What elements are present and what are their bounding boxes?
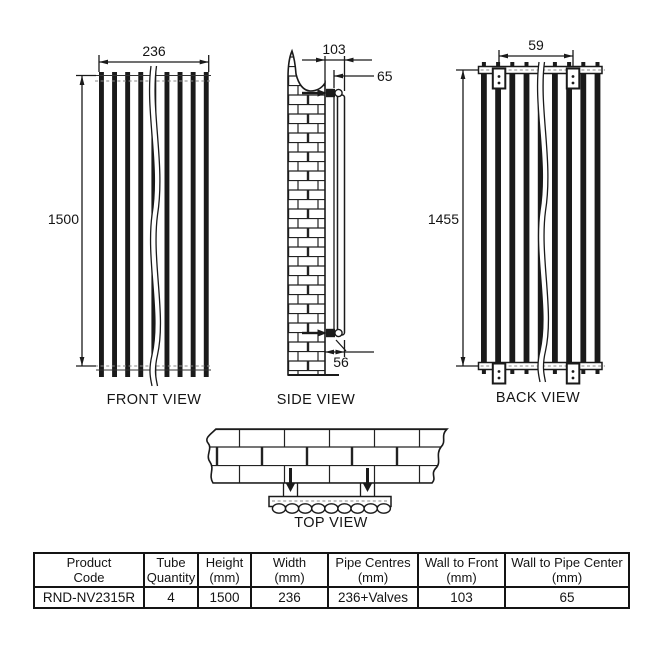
col-header-pipe-centres: Pipe Centres (mm) [327,552,419,588]
cell-wall-to-pipe-center: 65 [504,586,630,609]
side-top-bracket [302,88,343,98]
front-height-dim-label: 1500 [48,211,79,227]
side-bottom-dimension: 56 [325,339,374,370]
specification-table: Product Code Tube Quantity Height (mm) W… [33,552,630,609]
front-view-drawing: 236 1500 FRONT VIEW [48,43,211,408]
front-width-dim-label: 236 [142,43,166,59]
front-view-label: FRONT VIEW [107,392,202,408]
back-break-line [536,61,550,383]
cell-width: 236 [250,586,329,609]
side-wall-to-pipe-dimension: 65 [333,68,393,88]
col-header-wall-to-pipe-center: Wall to Pipe Center (mm) [504,552,630,588]
top-wall-brackets [282,468,376,497]
back-wall-brackets [491,67,581,385]
top-view-drawing: TOP VIEW [206,428,449,531]
col-header-product-code: Product Code [33,552,145,588]
side-wall-to-front-dimension: 103 [302,41,372,91]
side-view-label: SIDE VIEW [277,392,356,408]
front-height-dimension: 1500 [48,74,96,367]
back-height-dim-label: 1455 [428,211,459,227]
top-wall-bricks [206,428,449,484]
col-header-width: Width (mm) [250,552,329,588]
back-height-dimension: 1455 [428,69,479,367]
top-tube-ovals [271,503,392,514]
cell-tube-quantity: 4 [143,586,199,609]
cell-height: 1500 [197,586,252,609]
side-view-drawing: 103 65 56 SIDE VIEW [277,41,393,408]
side-bottom-bracket [302,328,343,338]
side-wall-to-pipe-dim-label: 65 [377,68,393,84]
side-bottom-dim-label: 56 [333,354,349,370]
side-wall-bricks [287,48,326,376]
front-width-dimension: 236 [98,43,210,72]
back-bracket-centres-dimension: 59 [498,37,574,66]
cell-wall-to-front: 103 [417,586,506,609]
side-radiator-profile [336,94,346,336]
front-break-line [148,65,162,387]
cell-pipe-centres: 236+Valves [327,586,419,609]
col-header-wall-to-front: Wall to Front (mm) [417,552,506,588]
back-bracket-centres-dim-label: 59 [528,37,544,53]
top-view-label: TOP VIEW [294,515,368,531]
back-view-drawing: 59 1455 BACK VIEW [428,37,605,406]
technical-drawing-canvas: 236 1500 FRONT VIEW [48,37,605,531]
cell-product-code: RND-NV2315R [33,586,145,609]
col-header-tube-quantity: Tube Quantity [143,552,199,588]
back-view-label: BACK VIEW [496,390,580,406]
col-header-height: Height (mm) [197,552,252,588]
spec-table-header-row: Product Code Tube Quantity Height (mm) W… [33,552,630,588]
side-wall-to-front-dim-label: 103 [322,41,346,57]
spec-table-data-row: RND-NV2315R 4 1500 236 236+Valves 103 65 [33,586,630,609]
